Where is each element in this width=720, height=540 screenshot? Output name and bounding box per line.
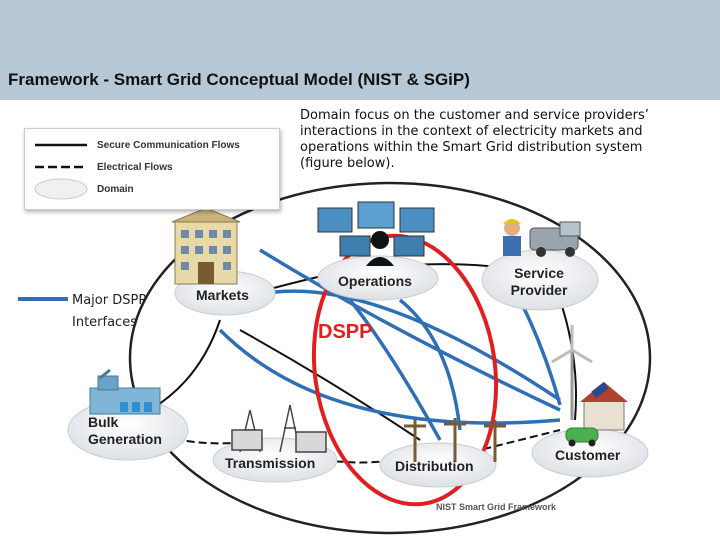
- figure-caption: NIST Smart Grid Framework: [436, 502, 557, 512]
- description-text: Domain focus on the customer and service…: [300, 108, 700, 172]
- service-provider-truck-icon: [503, 219, 581, 257]
- legend-domain-cloud: [34, 178, 88, 200]
- customer-home-icon: [551, 325, 628, 447]
- bulk-generation-plant-icon: [89, 368, 161, 415]
- legend-swatches: [34, 143, 88, 200]
- electrical-flows: [139, 429, 561, 464]
- transmission-substation-icon: [231, 404, 327, 453]
- legend-domain-label: Domain: [97, 184, 134, 195]
- description-line: (figure below).: [300, 156, 395, 171]
- label-bulk-2: Generation: [88, 431, 162, 447]
- label-markets: Markets: [196, 287, 249, 303]
- label-operations: Operations: [338, 273, 412, 289]
- dspp-legend-line2: Interfaces: [72, 315, 137, 330]
- framework-circle: [128, 181, 652, 535]
- operations-control-room-icon: [317, 201, 435, 266]
- legend-secure-label: Secure Communication Flows: [97, 140, 240, 151]
- description-line: interactions in the context of electrici…: [300, 124, 643, 139]
- label-distribution: Distribution: [395, 458, 474, 474]
- cloud-operations: [317, 255, 439, 301]
- label-transmission: Transmission: [225, 455, 315, 471]
- flow-legend: Secure Communication Flows Electrical Fl…: [24, 128, 280, 210]
- description-line: operations within the Smart Grid distrib…: [300, 140, 643, 155]
- markets-building-icon: [171, 207, 241, 285]
- page-title: Framework - Smart Grid Conceptual Model …: [8, 70, 470, 89]
- dspp-legend-line1: Major DSPP: [72, 293, 147, 308]
- label-customer: Customer: [555, 447, 621, 463]
- label-service-provider-1: Service: [514, 265, 564, 281]
- distribution-poles-icon: [404, 418, 506, 462]
- description-line: Domain focus on the customer and service…: [300, 108, 649, 123]
- dspp-label: DSPP: [318, 321, 372, 343]
- dspp-legend-line: [18, 297, 68, 301]
- legend-electrical-label: Electrical Flows: [97, 162, 173, 173]
- header-band: [0, 0, 720, 100]
- dspp-interfaces: [218, 248, 562, 441]
- label-bulk-1: Bulk: [88, 414, 119, 430]
- label-service-provider-2: Provider: [511, 282, 568, 298]
- cloud-distribution: [379, 442, 497, 488]
